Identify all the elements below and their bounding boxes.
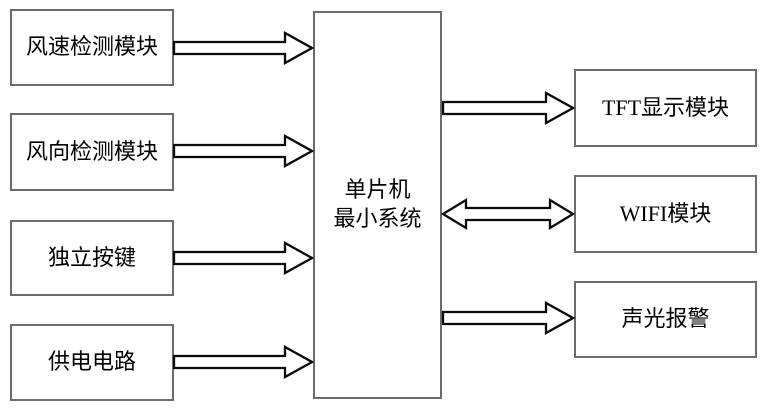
arrow-wind-speed-to-mcu	[173, 31, 314, 65]
mcu-label-line1: 单片机	[344, 177, 411, 203]
node-label: 供电电路	[47, 349, 136, 375]
node-wind-direction-module: 风向检测模块	[10, 113, 174, 191]
node-sound-light-alarm: 声光报警	[574, 281, 757, 358]
node-label: 声光报警	[621, 306, 710, 332]
node-label: WIFI模块	[619, 200, 712, 226]
arrow-mcu-wifi-bidirectional	[441, 197, 575, 231]
node-power-supply-circuit: 供电电路	[10, 324, 174, 401]
node-label: 风速检测模块	[25, 34, 158, 60]
node-wind-speed-module: 风速检测模块	[10, 9, 174, 86]
arrow-mcu-to-alarm	[442, 301, 575, 335]
node-tft-display-module: TFT显示模块	[574, 69, 757, 147]
arrow-mcu-to-tft	[442, 91, 575, 125]
node-label: 单片机 最小系统	[333, 176, 421, 233]
arrow-keys-to-mcu	[173, 241, 314, 275]
node-label: 风向检测模块	[25, 138, 158, 164]
arrow-power-to-mcu	[173, 345, 314, 379]
mcu-label-line2: 最小系统	[333, 206, 422, 231]
node-label: 独立按键	[47, 244, 136, 270]
node-mcu-minimal-system: 单片机 最小系统	[313, 11, 442, 399]
arrow-wind-direction-to-mcu	[173, 134, 314, 168]
node-independent-keys: 独立按键	[10, 220, 174, 296]
node-label: TFT显示模块	[601, 94, 730, 120]
node-wifi-module: WIFI模块	[574, 175, 757, 253]
